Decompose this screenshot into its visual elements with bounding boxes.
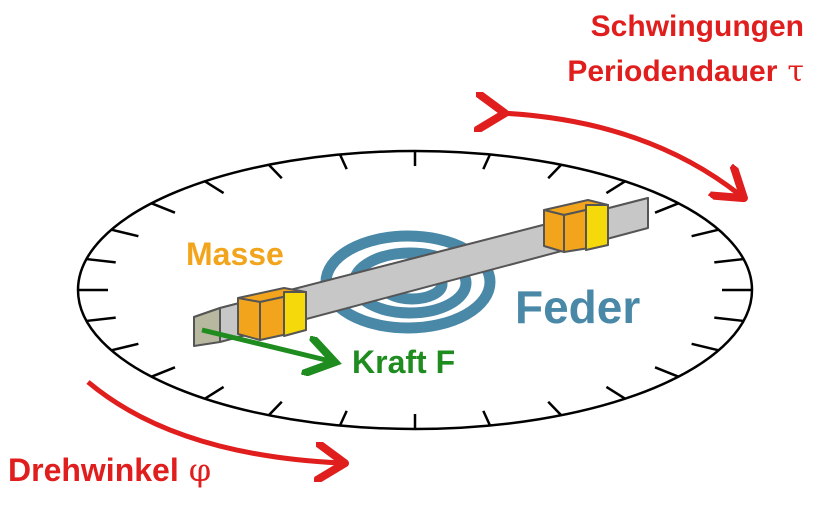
phi-symbol: φ (188, 451, 212, 489)
tau-symbol: τ (787, 54, 804, 89)
scale-tick (204, 180, 225, 195)
scale-tick (151, 366, 176, 378)
scale-ticks (78, 151, 752, 429)
scale-tick (714, 257, 744, 264)
mass-label: Masse (186, 236, 284, 272)
oscillation-arrow (500, 113, 740, 195)
scale-tick (86, 316, 116, 323)
scale-tick (714, 316, 744, 323)
title-period: Periodendauer τ (567, 57, 804, 87)
mass-block-right (543, 199, 609, 253)
angle-text: Drehwinkel (8, 452, 179, 488)
period-label: Periodendauer (567, 55, 778, 88)
scale-tick (338, 153, 348, 170)
scale-tick (86, 257, 116, 264)
rotation-angle-arrow (86, 380, 340, 463)
spring-label: Feder (515, 281, 641, 333)
scale-tick (547, 400, 563, 417)
scale-tick (204, 385, 225, 400)
scale-tick (691, 342, 719, 352)
scale-tick (654, 202, 679, 214)
scale-tick (267, 400, 283, 417)
scale-tick (482, 410, 492, 427)
scale-tick (654, 366, 679, 378)
mass-block-left (237, 287, 307, 341)
scale-tick (111, 228, 139, 238)
scale-tick (111, 342, 139, 352)
force-arrow (201, 327, 330, 361)
scale-tick (338, 410, 348, 427)
scale-tick (267, 163, 283, 180)
rod (193, 197, 649, 347)
force-label: Kraft F (352, 344, 456, 380)
title-oscillations: Schwingungen (590, 10, 804, 43)
scale-tick (691, 228, 719, 238)
scale-tick (605, 385, 626, 400)
scale-tick (151, 202, 176, 214)
